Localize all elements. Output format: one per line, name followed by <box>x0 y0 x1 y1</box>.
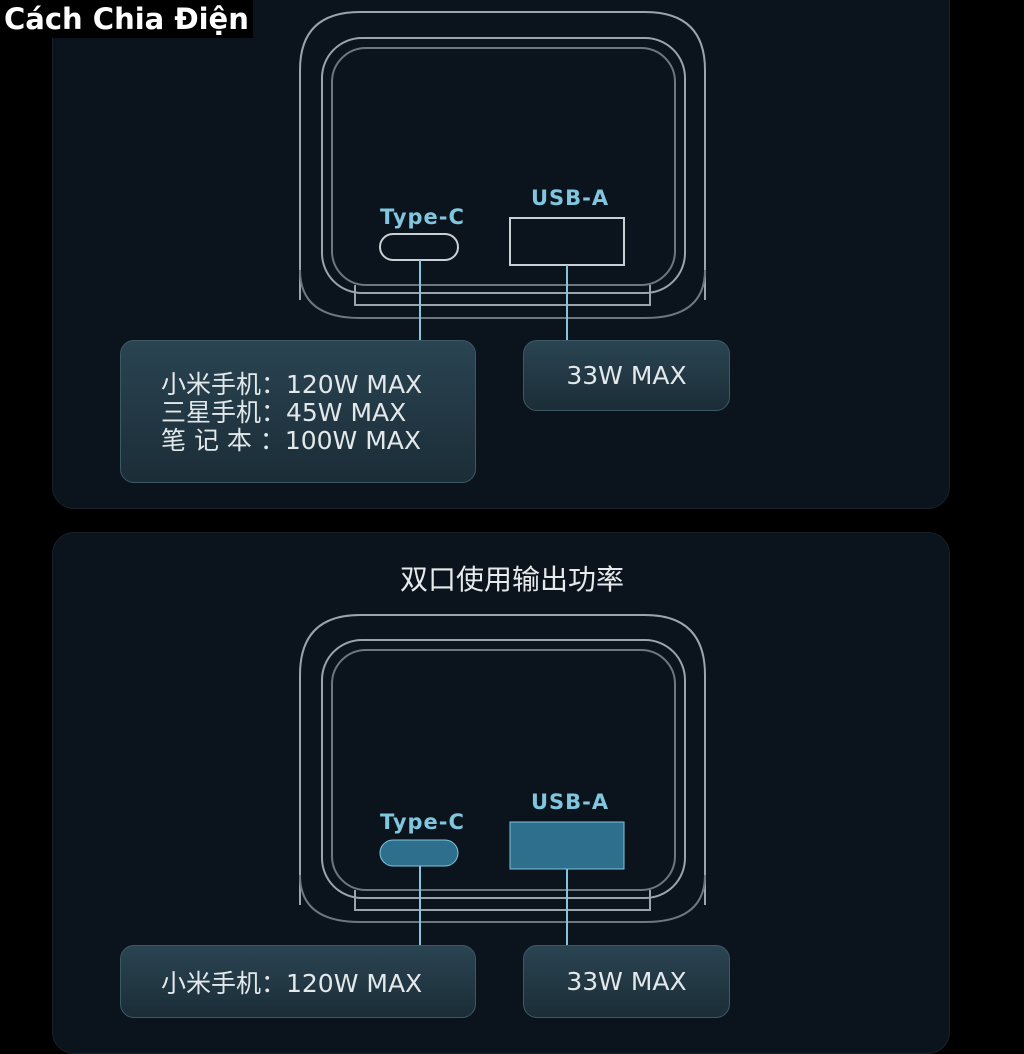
heading: Cách Chia Điện <box>0 0 253 38</box>
usba-label-bottom: USB-A <box>531 790 610 814</box>
xiaomi-phone-power: 小米手机：120W MAX <box>161 370 423 399</box>
usba-power-box-top: 33W MAX <box>523 340 730 411</box>
samsung-phone-power: 三星手机：45W MAX <box>161 398 407 427</box>
typec-power-box-bottom: 小米手机：120W MAX <box>120 945 476 1018</box>
usba-power-box-bottom: 33W MAX <box>523 945 730 1018</box>
usba-power-bottom: 33W MAX <box>566 967 687 996</box>
usba-port-top <box>509 217 625 266</box>
laptop-power: 笔 记 本 ：100W MAX <box>161 426 422 455</box>
typec-label-top: Type-C <box>380 205 465 229</box>
dual-port-title: 双口使用输出功率 <box>399 563 624 596</box>
typec-port-bottom-active <box>379 839 459 867</box>
usba-port-bottom-active <box>509 821 625 870</box>
charger-outline-top <box>299 11 706 319</box>
typec-label-bottom: Type-C <box>380 810 465 834</box>
typec-power-bottom: 小米手机：120W MAX <box>161 968 423 998</box>
usba-label-top: USB-A <box>531 186 610 210</box>
typec-port-top <box>379 233 459 261</box>
charger-outline-bottom <box>299 614 706 923</box>
usba-power-top: 33W MAX <box>566 361 687 390</box>
typec-power-box-top: 小米手机：120W MAX 三星手机：45W MAX 笔 记 本 ：100W M… <box>120 340 476 483</box>
charger-diagrams <box>299 11 706 945</box>
